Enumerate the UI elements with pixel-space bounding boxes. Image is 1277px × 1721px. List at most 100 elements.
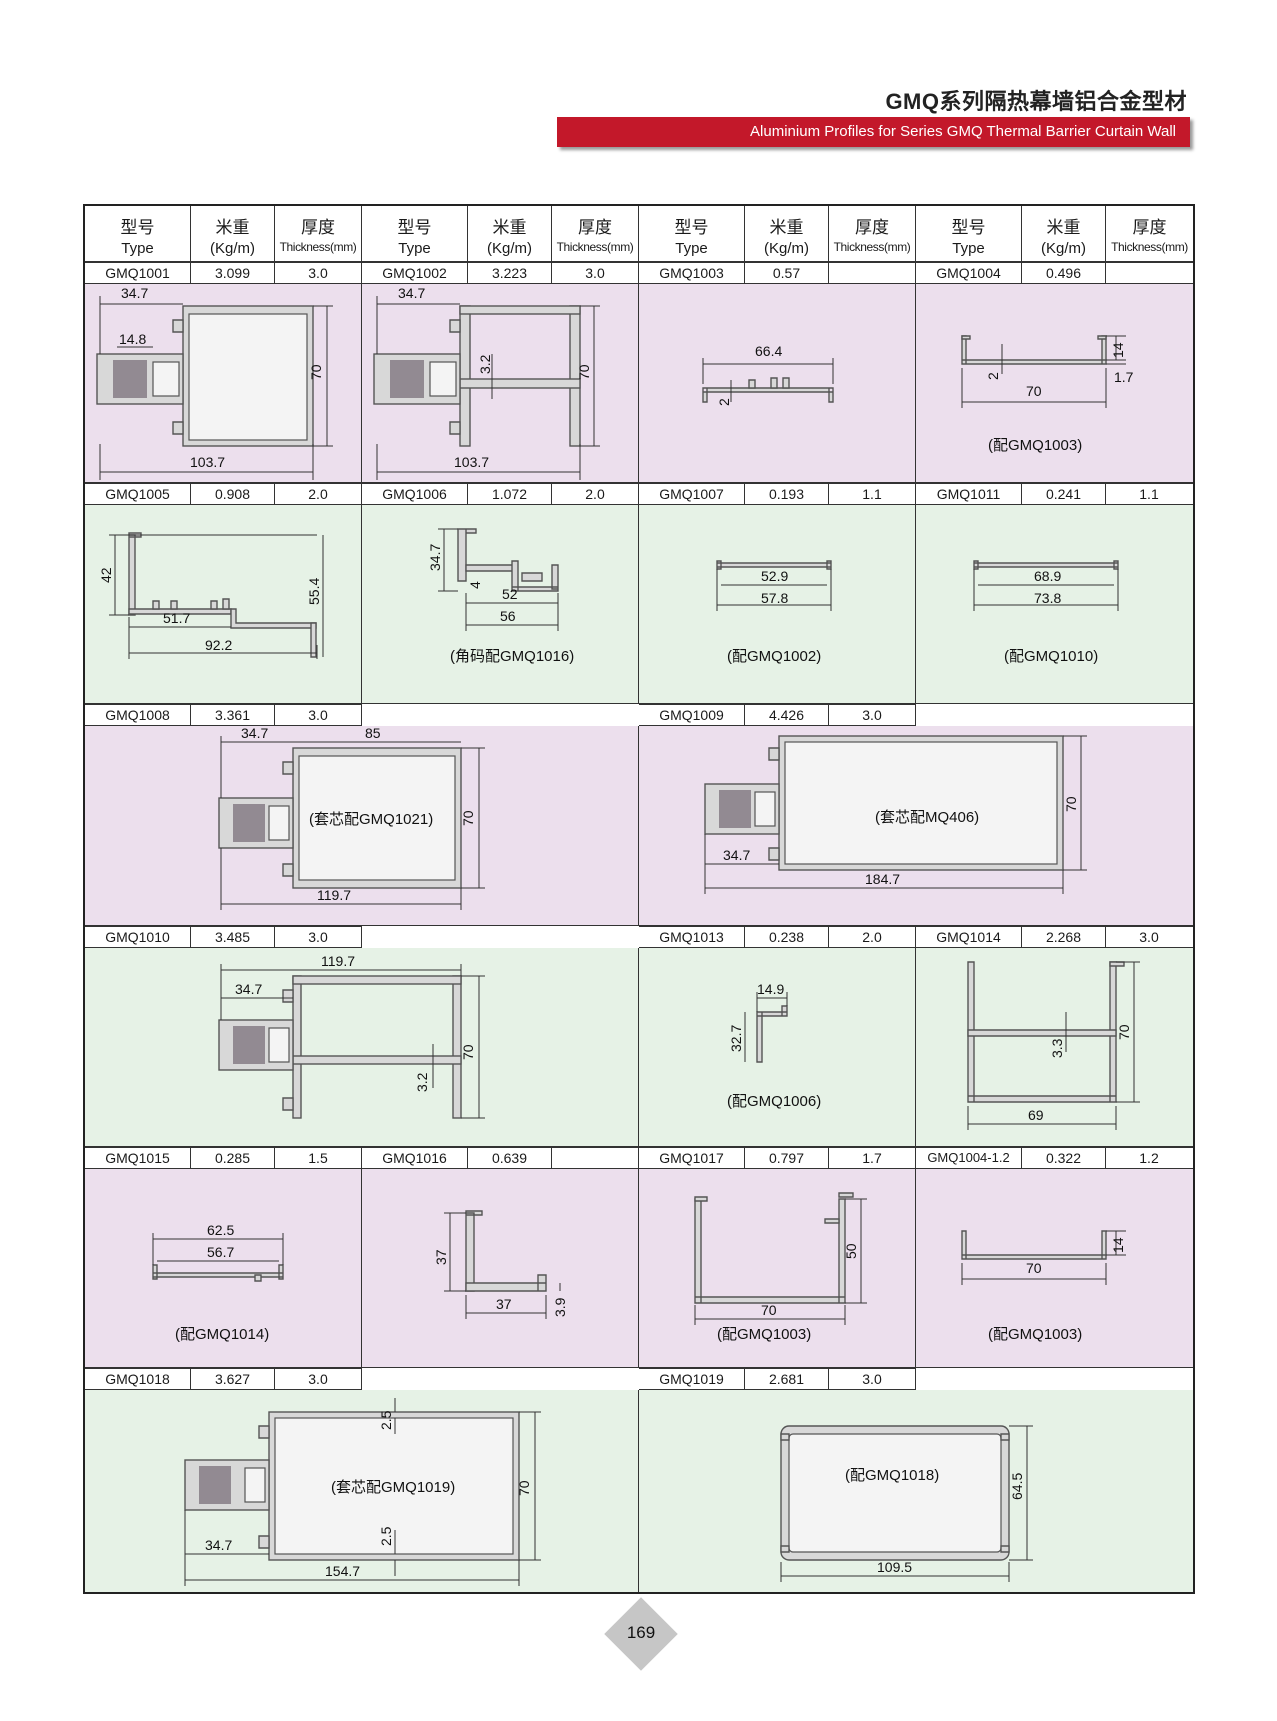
profile-drawing-gmq1003: 66.4 2: [639, 284, 916, 483]
profile-drawing-gmq1008: 34.7 85 70 119.7 (套芯配GMQ1021): [85, 725, 639, 926]
page-number: 169: [626, 1623, 656, 1642]
dimension-label: 14: [1110, 1237, 1126, 1253]
mating-note: (配GMQ1003): [717, 1326, 812, 1343]
product-row-gmq1013: GMQ1013 0.238 2.0: [639, 926, 916, 948]
product-type: GMQ1004-1.2: [916, 1148, 1022, 1168]
product-type: GMQ1019: [639, 1369, 745, 1389]
product-type: GMQ1013: [639, 927, 745, 947]
dimension-label: 103.7: [454, 454, 489, 470]
col-thickness-en: Thickness(mm): [556, 240, 634, 254]
dimension-label: 70: [516, 1480, 532, 1496]
product-thickness: 3.0: [862, 1371, 882, 1387]
dimension-label: 109.5: [877, 1559, 912, 1575]
product-type: GMQ1002: [362, 263, 468, 283]
dimension-label: 70: [576, 364, 592, 380]
product-thickness: 3.0: [308, 929, 328, 945]
product-weight: 3.361: [191, 705, 275, 725]
col-weight: 米重(Kg/m): [745, 206, 829, 262]
product-thickness: 1.2: [1139, 1150, 1159, 1166]
dimension-label: 34.7: [241, 726, 268, 741]
profile-diagram: 14 70: [961, 1230, 1126, 1285]
profile-diagram: 70 3.3 69: [967, 961, 1140, 1130]
product-row-gmq1005: GMQ1005 0.908 2.0: [85, 483, 362, 505]
product-weight: 0.193: [745, 484, 829, 504]
mating-note: (配GMQ1006): [727, 1093, 822, 1110]
product-weight: 3.485: [191, 927, 275, 947]
col-type-en: Type: [952, 240, 985, 257]
dimension-label: 70: [1026, 383, 1042, 399]
mating-note: (配GMQ1014): [175, 1326, 270, 1343]
product-weight: 3.223: [468, 263, 552, 283]
product-row-gmq1014: GMQ1014 2.268 3.0: [916, 926, 1193, 948]
product-thickness: 1.5: [308, 1150, 328, 1166]
col-weight: 米重(Kg/m): [468, 206, 552, 262]
profile-drawing-gmq1017: 50 70 (配GMQ1003): [639, 1169, 916, 1368]
product-row-gmq1018: GMQ1018 3.627 3.0: [85, 1368, 362, 1390]
product-type: GMQ1017: [639, 1148, 745, 1168]
dimension-label: 70: [460, 810, 476, 826]
dimension-label: 32.7: [728, 1025, 744, 1052]
product-weight: 0.57: [745, 263, 829, 283]
page-subtitle: Aluminium Profiles for Series GMQ Therma…: [750, 123, 1176, 140]
dimension-label: 2.5: [378, 1526, 394, 1546]
product-type: GMQ1004: [916, 263, 1022, 283]
dimension-label: 3.2: [414, 1072, 430, 1092]
dimension-label: 14.8: [119, 331, 146, 347]
dimension-label: 64.5: [1009, 1473, 1025, 1500]
product-thickness: 3.0: [862, 707, 882, 723]
dimension-label: 154.7: [325, 1563, 360, 1579]
product-type: GMQ1015: [85, 1148, 191, 1168]
profile-drawing-gmq1001: 34.7 14.8 70 103.7: [85, 284, 362, 483]
profile-diagram: 119.7 34.7 70 3.2: [218, 953, 485, 1119]
product-thickness: 3.0: [308, 707, 328, 723]
dimension-label: 70: [1063, 796, 1079, 812]
mating-note: (套芯配GMQ1019): [331, 1479, 456, 1496]
product-type: GMQ1014: [916, 927, 1022, 947]
profile-diagram: 37 37 3.9: [433, 1210, 568, 1319]
product-weight: 3.099: [191, 263, 275, 283]
dimension-label: 62.5: [207, 1222, 234, 1238]
col-type-cn: 型号: [674, 218, 709, 237]
product-row-gmq1008: GMQ1008 3.361 3.0: [85, 704, 362, 726]
mating-note: (配GMQ1003): [988, 437, 1083, 454]
col-weight-cn: 米重: [492, 218, 527, 237]
profile-diagram: 2.5 70 2.5 34.7 154.7: [184, 1398, 541, 1586]
dimension-label: 34.7: [427, 544, 443, 571]
product-weight: 0.241: [1022, 484, 1106, 504]
dimension-label: 52: [502, 586, 518, 602]
profile-diagram: 34.7 14.8 70 103.7: [96, 285, 333, 480]
product-thickness: 1.1: [862, 486, 882, 502]
product-weight: 3.627: [191, 1369, 275, 1389]
profile-diagram: 34.7 3.2 70 103.7: [373, 285, 600, 480]
product-type: GMQ1009: [639, 705, 745, 725]
product-row-gmq1001: GMQ1001 3.099 3.0: [85, 262, 362, 284]
col-weight-cn: 米重: [215, 218, 250, 237]
product-row-gmq1004: GMQ1004 0.496: [916, 262, 1193, 284]
profile-diagram: 68.9 73.8: [973, 560, 1119, 611]
profile-diagram: 52.9 57.8: [716, 560, 832, 611]
product-thickness: 3.0: [585, 265, 605, 281]
dimension-label: 56: [500, 608, 516, 624]
product-weight: 0.908: [191, 484, 275, 504]
dimension-label: 55.4: [306, 578, 322, 605]
col-weight: 米重(Kg/m): [191, 206, 275, 262]
product-row-gmq1016: GMQ1016 0.639: [362, 1147, 639, 1169]
dimension-label: 1.7: [1114, 369, 1134, 385]
col-weight-cn: 米重: [769, 218, 804, 237]
dimension-label: 184.7: [865, 871, 900, 887]
profile-diagram: 14.9 32.7: [728, 981, 788, 1063]
product-weight: 0.639: [468, 1148, 552, 1168]
dimension-label: 14: [1110, 342, 1126, 358]
profile-drawing-gmq1007: 52.9 57.8 (配GMQ1002): [639, 505, 916, 704]
product-row-gmq1015: GMQ1015 0.285 1.5: [85, 1147, 362, 1169]
profile-drawing-gmq1016: 37 37 3.9: [362, 1169, 639, 1368]
col-weight: 米重(Kg/m): [1022, 206, 1106, 262]
product-row-gmq1011: GMQ1011 0.241 1.1: [916, 483, 1193, 505]
product-row-gmq1002: GMQ1002 3.223 3.0: [362, 262, 639, 284]
mating-note: (配GMQ1018): [845, 1467, 940, 1484]
